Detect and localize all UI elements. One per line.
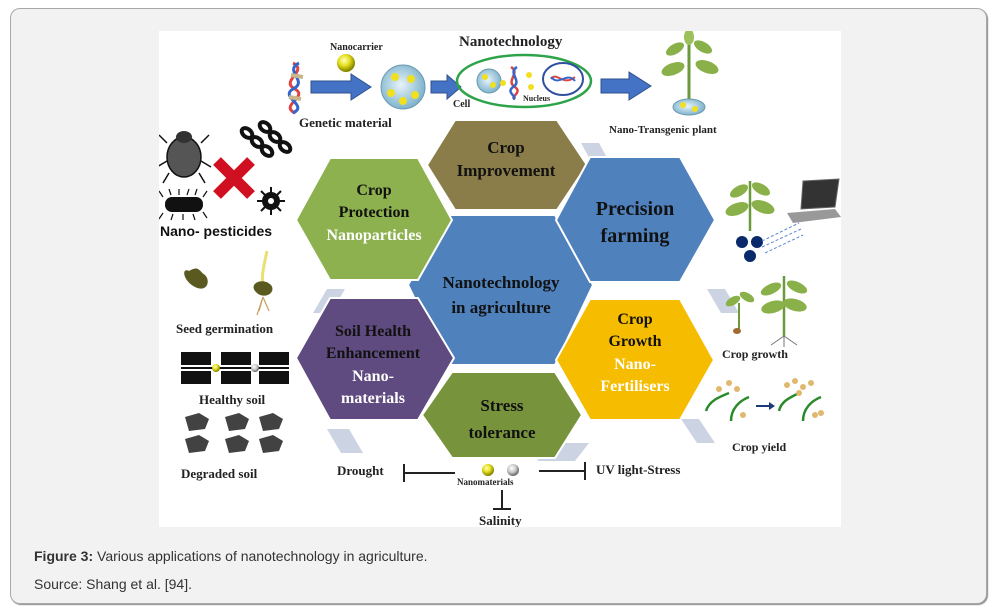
cell-label: Cell xyxy=(453,99,470,110)
drought-inhibit-line xyxy=(403,464,455,482)
uv-inhibit-line xyxy=(539,462,586,480)
hexagon-stress-tolerance xyxy=(420,371,584,459)
hexagon-crop-protection xyxy=(294,157,454,281)
hexagon-center-line2: in agriculture xyxy=(451,298,551,317)
crop-growth-label: Crop growth xyxy=(722,347,788,361)
nanomaterials-label: Nanomaterials xyxy=(457,477,514,487)
arrow-icon xyxy=(430,73,462,101)
cell-outline xyxy=(455,53,593,109)
drought-label: Drought xyxy=(337,463,384,478)
figure-image: Nanocarrier Cell Nanotechnology Nucleus … xyxy=(159,31,841,527)
caption-label: Figure 3: xyxy=(34,548,94,564)
healthy-soil-label: Healthy soil xyxy=(199,392,265,407)
degraded-soil-icon xyxy=(185,413,283,453)
transgenic-plant-label: Nano-Transgenic plant xyxy=(609,124,717,136)
hexagon-precision-farming xyxy=(554,156,717,283)
virus-icon xyxy=(257,187,285,215)
genetic-material-label: Genetic material xyxy=(299,115,392,130)
hexagon-stress-line2: tolerance xyxy=(468,423,535,442)
red-x-icon xyxy=(213,157,255,199)
hexagon-improvement-line1: Crop xyxy=(487,138,524,157)
caption-text: Various applications of nanotechnology i… xyxy=(93,548,428,564)
hexagon-center-line1: Nanotechnology xyxy=(442,273,560,292)
dna-icon xyxy=(287,61,304,115)
nucleus-label: Nucleus xyxy=(523,94,550,103)
hexagon-soil-line1: Soil Health xyxy=(335,323,411,340)
laptop-icon xyxy=(787,178,841,223)
hexagon-protection-line1: Crop xyxy=(356,182,391,199)
hexagon-precision-line2: farming xyxy=(601,225,670,247)
hexagon-soil-line4: materials xyxy=(341,390,405,407)
arrow-icon xyxy=(600,71,652,101)
bacteria-chain-icon xyxy=(239,120,293,158)
arrow-icon xyxy=(310,73,372,101)
hexagon-stress-line1: Stress xyxy=(480,396,524,415)
bug-icon xyxy=(159,131,212,184)
hexagon-soil-health xyxy=(294,297,456,421)
hexagon-soil-line3: Nano- xyxy=(352,368,394,385)
figure-caption: Figure 3: Various applications of nanote… xyxy=(34,548,428,564)
hexagon-growth-line3: Nano- xyxy=(614,356,656,373)
bacillus-icon xyxy=(159,188,208,221)
nanocarrier-label: Nanocarrier xyxy=(330,42,383,53)
hexagon-precision-line1: Precision xyxy=(596,198,675,220)
nanoparticle-sphere-icon xyxy=(380,64,426,110)
hexagon-soil-line2: Enhancement xyxy=(326,345,421,362)
seed-germination-label: Seed germination xyxy=(176,321,274,336)
crop-yield-label: Crop yield xyxy=(732,440,786,454)
nanomaterial-ball-yellow-icon xyxy=(482,464,494,476)
hexagon-protection-line2: Protection xyxy=(339,204,410,221)
hexagon-crop-growth xyxy=(554,298,716,421)
healthy-soil-icon xyxy=(181,352,289,384)
hexagon-growth-line1: Crop xyxy=(617,311,652,328)
nanoparticle-icon xyxy=(476,68,502,94)
grown-plant-icon xyxy=(760,276,808,347)
hexagon-growth-line4: Fertilisers xyxy=(600,378,669,395)
nanotechnology-title: Nanotechnology xyxy=(459,34,563,50)
figure-source: Source: Shang et al. [94]. xyxy=(34,576,192,592)
nanocarrier-ball-icon xyxy=(337,54,355,72)
uv-stress-label: UV light-Stress xyxy=(596,462,680,477)
hexagon-improvement-line2: Improvement xyxy=(457,161,556,180)
degraded-soil-label: Degraded soil xyxy=(181,466,258,481)
transgenic-plant-icon xyxy=(661,31,719,116)
hexagon-growth-line2: Growth xyxy=(608,333,661,350)
salinity-inhibit-line xyxy=(493,490,511,510)
seed-icon xyxy=(184,250,273,316)
crop-yield-icon xyxy=(704,378,824,422)
precision-plant-sensor-icon xyxy=(725,181,804,262)
salinity-label: Salinity xyxy=(479,513,522,527)
nano-pesticides-label: Nano- pesticides xyxy=(160,223,272,239)
nanomaterial-ball-gray-icon xyxy=(507,464,519,476)
hexagon-protection-line3: Nanoparticles xyxy=(326,227,421,244)
seedling-icon xyxy=(725,291,755,334)
